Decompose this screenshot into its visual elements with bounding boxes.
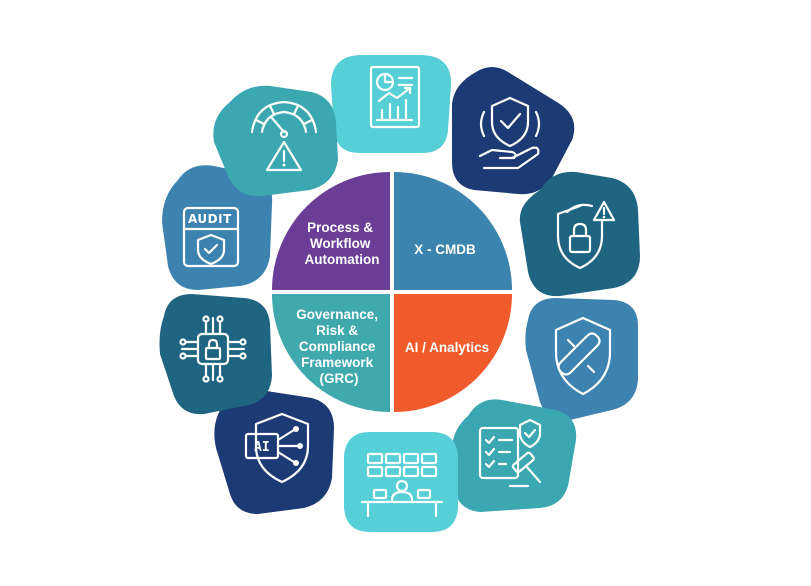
cmdb-label: X - CMDB (414, 242, 476, 257)
quadrant-ai-analytics (394, 294, 512, 412)
ai-analytics-label: AI / Analytics (405, 340, 489, 355)
tile-risk-gauge (213, 85, 338, 197)
tile-chip-lock (159, 294, 272, 415)
shield-lock-alert-icon (556, 200, 616, 270)
process-label: Process & Workflow Automation (305, 220, 380, 267)
audit-shield-icon: AUDIT (182, 206, 240, 268)
report-chart-icon (369, 65, 421, 129)
ai-chip-label: AI (254, 440, 270, 455)
monitoring-desk-icon (360, 452, 444, 518)
tile-compliance (452, 399, 577, 512)
patched-shield-icon (554, 316, 612, 396)
risk-gauge-icon (250, 100, 318, 172)
tile-alert-lock (519, 171, 640, 297)
tile-audit: AUDIT (162, 165, 273, 290)
audit-label: AUDIT (188, 212, 232, 226)
tile-ai-shield: AI (214, 389, 334, 514)
tile-shield-hand (452, 67, 575, 195)
quadrant-x-cmdb (394, 172, 512, 290)
grc-label: Governance, Risk & Compliance Framework … (296, 307, 382, 386)
tile-report (331, 55, 452, 153)
tile-patch-shield (525, 298, 638, 421)
checklist-gavel-icon (478, 418, 542, 488)
ai-shield-icon: AI (244, 412, 310, 484)
circuit-lock-icon (179, 315, 247, 383)
shield-hand-icon (478, 96, 541, 170)
quadrant-grc (272, 294, 390, 412)
core-circle: Process & Workflow Automation X - CMDB G… (272, 172, 512, 412)
outer-tiles: AI (159, 55, 640, 532)
tile-monitoring (344, 432, 458, 532)
quadrant-process-workflow (272, 172, 390, 290)
